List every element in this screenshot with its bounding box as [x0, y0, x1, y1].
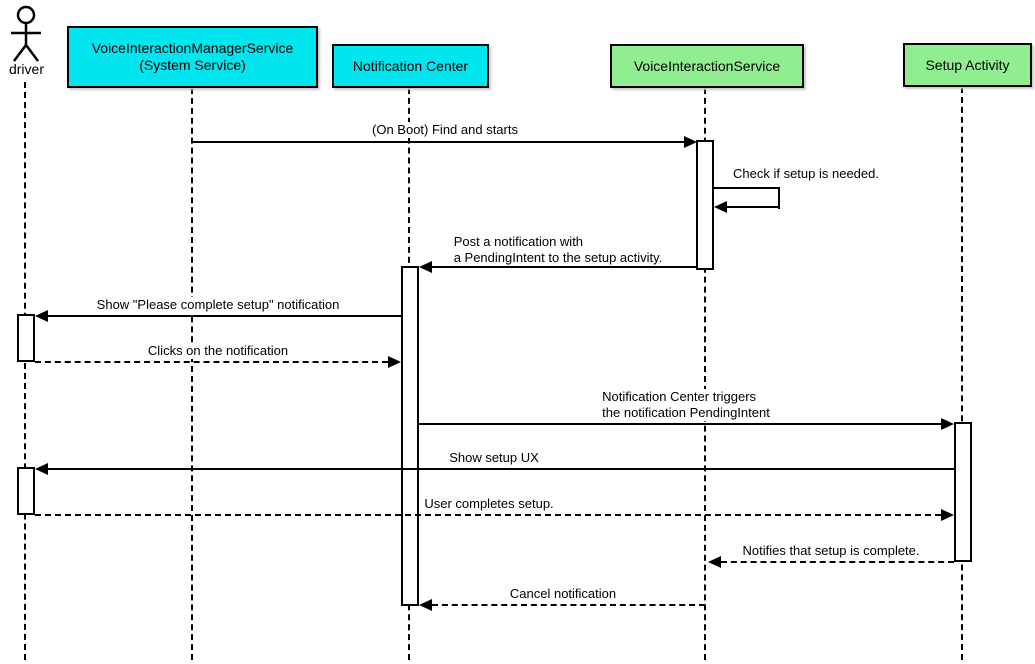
msg-notifies-complete-label: Notifies that setup is complete.: [740, 543, 922, 559]
msg-find-and-starts-line: [193, 141, 685, 143]
activation-driver-1: [17, 314, 35, 362]
participant-box-voice-interaction-manager-service: VoiceInteractionManagerService (System S…: [67, 26, 318, 88]
msg-check-setup-label: Check if setup is needed.: [731, 166, 881, 182]
msg-notifies-complete-arrowhead-icon: [708, 556, 721, 568]
msg-show-notification-line: [48, 315, 401, 317]
lifeline-voice-interaction-manager-service: [191, 88, 193, 660]
msg-post-notification-label: Post a notification with a PendingIntent…: [451, 234, 665, 266]
msg-clicks-notification-line: [35, 361, 388, 363]
msg-clicks-notification-arrowhead-icon: [388, 356, 401, 368]
msg-user-completes-arrowhead-icon: [941, 509, 954, 521]
msg-triggers-pendingintent-line: [419, 423, 941, 425]
msg-find-and-starts-label: (On Boot) Find and starts: [370, 122, 520, 138]
msg-find-and-starts-arrowhead-icon: [684, 136, 697, 148]
msg-check-setup-line-bottom: [727, 206, 780, 208]
msg-post-notification-line: [432, 266, 696, 268]
actor-label: driver: [8, 61, 44, 77]
participant-box-setup-activity: Setup Activity: [903, 43, 1032, 87]
msg-clicks-notification-label: Clicks on the notification: [145, 343, 291, 359]
participant-box-voice-interaction-service: VoiceInteractionService: [610, 44, 804, 88]
lifeline-driver: [24, 82, 26, 660]
msg-cancel-notification-label: Cancel notification: [507, 586, 619, 602]
activation-driver-2: [17, 467, 35, 515]
msg-cancel-notification-arrowhead-icon: [419, 599, 432, 611]
activation-notification-center: [401, 266, 419, 606]
msg-triggers-pendingintent-label: Notification Center triggers the notific…: [600, 389, 772, 421]
activation-setup-activity: [954, 422, 972, 562]
participant-label: VoiceInteractionService: [633, 57, 781, 74]
participant-box-notification-center: Notification Center: [332, 44, 489, 88]
msg-user-completes-label: User completes setup.: [422, 496, 556, 512]
participant-label: VoiceInteractionManagerService: [91, 40, 294, 56]
msg-post-notification-arrowhead-icon: [419, 261, 432, 273]
msg-triggers-pendingintent-arrowhead-icon: [941, 418, 954, 430]
participant-label: (System Service): [139, 57, 246, 73]
msg-show-setup-ux-line: [48, 468, 954, 470]
msg-check-setup-line-right: [778, 187, 780, 209]
lifeline-voice-interaction-service: [704, 88, 706, 660]
actor-stick-figure-icon: [11, 5, 41, 62]
participant-label: Setup Activity: [925, 56, 1010, 73]
msg-check-setup-line-top: [714, 187, 780, 189]
participant-label: Notification Center: [352, 57, 469, 74]
msg-show-setup-ux-label: Show setup UX: [447, 450, 541, 466]
msg-show-notification-arrowhead-icon: [35, 310, 48, 322]
msg-user-completes-line: [35, 514, 941, 516]
msg-check-setup-arrowhead-icon: [714, 201, 727, 213]
activation-voice-interaction-service: [696, 140, 714, 270]
msg-show-setup-ux-arrowhead-icon: [35, 463, 48, 475]
msg-notifies-complete-line: [721, 561, 954, 563]
lifeline-setup-activity: [961, 87, 963, 660]
msg-show-notification-label: Show "Please complete setup" notificatio…: [94, 297, 342, 313]
msg-cancel-notification-line: [432, 604, 705, 606]
